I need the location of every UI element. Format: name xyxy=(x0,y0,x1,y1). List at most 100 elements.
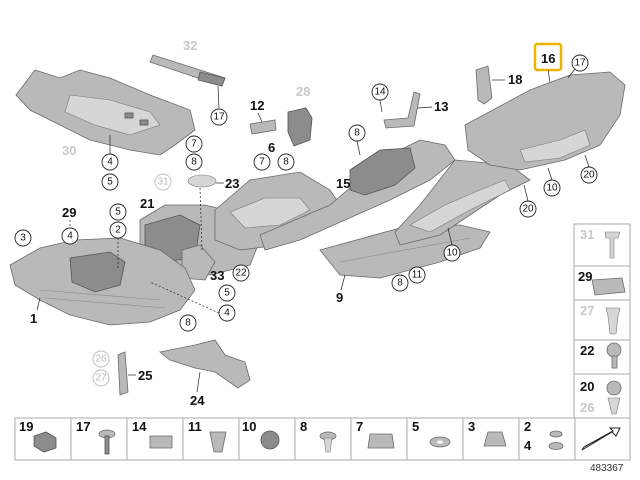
side-label-31: 31 xyxy=(580,227,594,242)
fastener-7 xyxy=(367,433,395,449)
svg-text:20: 20 xyxy=(583,170,595,181)
side-fastener-22 xyxy=(606,342,622,358)
bottom-label-3: 3 xyxy=(468,419,475,434)
callout-2a: 2 xyxy=(109,221,127,239)
part-28 xyxy=(287,107,313,147)
callout-3: 3 xyxy=(14,229,32,247)
callout-5c: 5 xyxy=(218,284,236,302)
label-12: 12 xyxy=(250,98,264,113)
label-25: 25 xyxy=(138,368,152,383)
callout-8d: 8 xyxy=(179,314,197,332)
side-label-27: 27 xyxy=(580,303,594,318)
label-1: 1 xyxy=(30,311,37,326)
bracket-24 xyxy=(159,339,251,389)
bottom-label-17: 17 xyxy=(76,419,90,434)
label-33: 33 xyxy=(210,268,224,283)
callout-8a: 8 xyxy=(185,153,203,171)
svg-text:4: 4 xyxy=(224,308,230,319)
label-28: 28 xyxy=(296,84,310,99)
label-13: 13 xyxy=(434,99,448,114)
callout-20a: 20 xyxy=(580,166,598,184)
bracket-13 xyxy=(383,91,421,129)
fastener-14 xyxy=(149,435,173,449)
fastener-19 xyxy=(33,431,57,453)
svg-text:10: 10 xyxy=(546,183,558,194)
svg-text:8: 8 xyxy=(185,318,191,329)
bottom-label-7: 7 xyxy=(356,419,363,434)
direction-arrow-icon xyxy=(581,427,621,451)
rear-underbody-panel-16 xyxy=(464,71,626,171)
svg-text:8: 8 xyxy=(397,278,403,289)
side-label-22: 22 xyxy=(580,343,594,358)
label-21: 21 xyxy=(140,196,154,211)
label-32: 32 xyxy=(183,38,197,53)
bottom-label-11: 11 xyxy=(188,419,202,434)
bracket-18 xyxy=(475,65,493,105)
callout-31a: 31 xyxy=(154,173,172,191)
side-label-20: 20 xyxy=(580,379,594,394)
label-9: 9 xyxy=(336,290,343,305)
bottom-label-10: 10 xyxy=(242,419,256,434)
svg-text:27: 27 xyxy=(95,373,107,384)
side-label-29: 29 xyxy=(578,269,592,284)
svg-text:11: 11 xyxy=(412,270,423,281)
label-15: 15 xyxy=(336,176,350,191)
side-fastener-20 xyxy=(606,380,622,396)
callout-10a: 10 xyxy=(443,244,461,262)
label-23: 23 xyxy=(225,176,239,191)
part-12 xyxy=(249,119,277,135)
callout-17a: 17 xyxy=(210,108,228,126)
callout-26: 26 xyxy=(92,350,110,368)
svg-text:14: 14 xyxy=(374,87,386,98)
fastener-3 xyxy=(483,431,507,447)
svg-text:22: 22 xyxy=(235,268,247,279)
svg-text:17: 17 xyxy=(574,58,586,69)
fastener-11 xyxy=(209,431,227,453)
callout-8b: 8 xyxy=(277,153,295,171)
svg-text:8: 8 xyxy=(354,128,360,139)
svg-text:8: 8 xyxy=(283,157,289,168)
svg-text:4: 4 xyxy=(67,231,73,242)
svg-text:7: 7 xyxy=(191,139,197,150)
label-16: 16 xyxy=(541,51,555,66)
svg-text:8: 8 xyxy=(191,157,197,168)
svg-text:26: 26 xyxy=(95,354,107,365)
callout-11: 11 xyxy=(408,266,426,284)
fastener-bottom-row: 19 17 14 11 10 8 7 5 3 2 4 xyxy=(14,417,631,461)
svg-text:3: 3 xyxy=(20,233,26,244)
fastener-10 xyxy=(260,430,280,450)
bottom-label-19: 19 xyxy=(19,419,33,434)
reference-number: 483367 xyxy=(590,463,624,474)
front-underbody-shield-1 xyxy=(9,237,196,326)
label-30: 30 xyxy=(62,143,76,158)
label-6: 6 xyxy=(268,140,275,155)
svg-text:20: 20 xyxy=(522,204,534,215)
bottom-label-2: 2 xyxy=(524,419,531,434)
side-fastener-27 xyxy=(605,307,621,335)
callout-20b: 20 xyxy=(519,200,537,218)
part-23 xyxy=(187,174,217,188)
bottom-label-5: 5 xyxy=(412,419,419,434)
bracket-bar-part xyxy=(149,54,226,87)
bottom-label-8: 8 xyxy=(300,419,307,434)
svg-text:4: 4 xyxy=(107,157,113,168)
callout-17b: 17 xyxy=(571,54,589,72)
bottom-label-4: 4 xyxy=(524,438,532,453)
callout-4a: 4 xyxy=(101,153,119,171)
callout-14: 14 xyxy=(371,83,389,101)
callout-5b: 5 xyxy=(109,203,127,221)
center-tunnel-panel-6 xyxy=(214,171,341,251)
callout-10b: 10 xyxy=(543,179,561,197)
callout-7b: 7 xyxy=(253,153,271,171)
svg-text:7: 7 xyxy=(259,157,265,168)
svg-text:5: 5 xyxy=(115,207,121,218)
side-fastener-31 xyxy=(604,231,621,259)
label-24: 24 xyxy=(190,393,205,408)
svg-text:5: 5 xyxy=(224,288,230,299)
svg-text:5: 5 xyxy=(107,177,113,188)
callout-5a: 5 xyxy=(101,173,119,191)
callout-22: 22 xyxy=(232,264,250,282)
front-splash-shield-part xyxy=(15,69,196,156)
label-18: 18 xyxy=(508,72,522,87)
svg-text:17: 17 xyxy=(213,112,225,123)
